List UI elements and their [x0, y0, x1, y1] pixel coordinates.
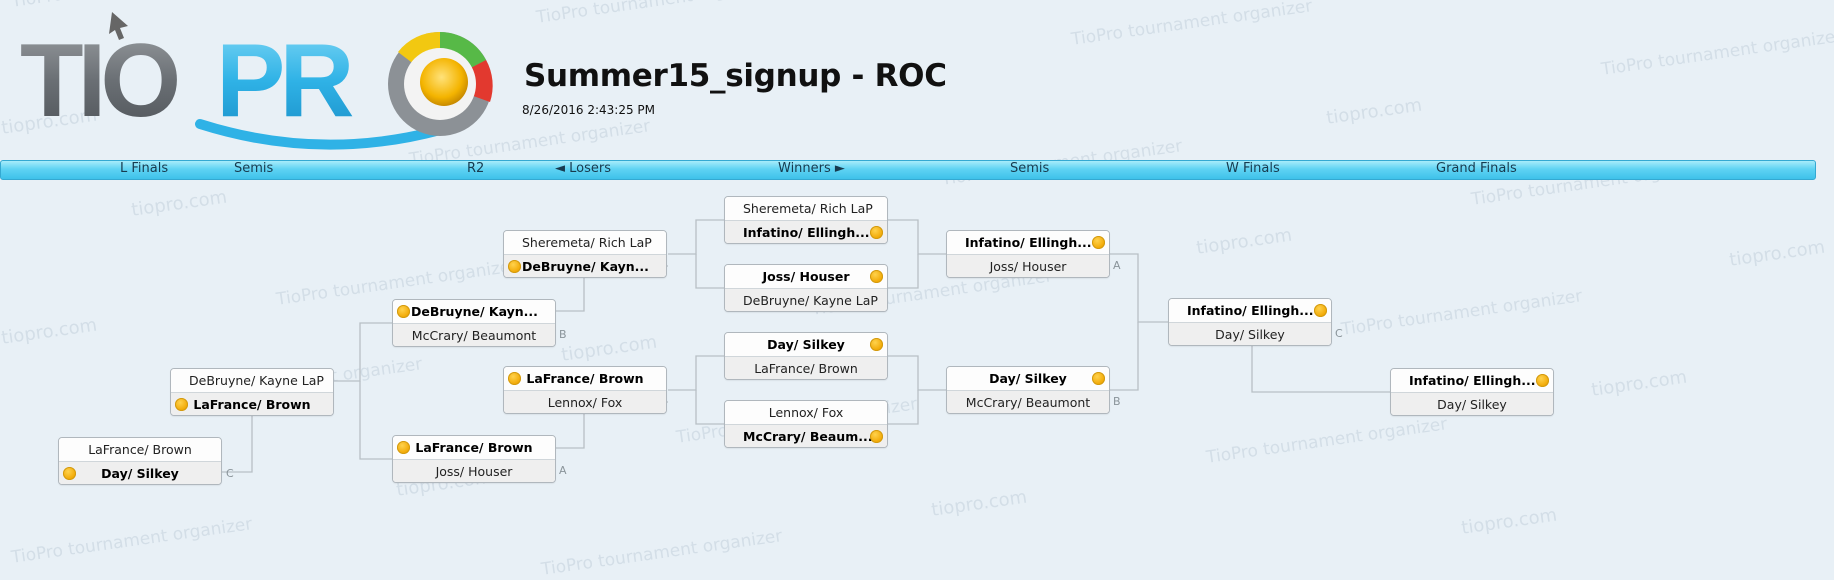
team-slot-winner[interactable]: Day/ Silkey: [947, 367, 1109, 391]
team-slot[interactable]: Sheremeta/ Rich LaP: [725, 197, 887, 221]
winner-dot-icon: [175, 398, 188, 411]
cursor-arrow-icon: [109, 12, 128, 40]
round-label-losers: ◄ Losers: [555, 161, 611, 176]
round-label-w-semis: Semis: [1010, 161, 1050, 176]
tiopro-logo: TIO PR: [20, 12, 493, 150]
team-slot-winner[interactable]: McCrary/ Beaum...: [725, 425, 887, 447]
winner-dot-icon: [1092, 372, 1105, 385]
winner-dot-icon: [63, 467, 76, 480]
round-header-bar: [0, 160, 1816, 180]
team-slot[interactable]: Sheremeta/ Rich LaP: [504, 231, 666, 255]
winner-dot-icon: [870, 338, 883, 351]
match-lr2-m3[interactable]: DeBruyne/ Kayn... McCrary/ Beaumont: [392, 299, 556, 347]
team-slot[interactable]: Lennox/ Fox: [504, 391, 666, 413]
winner-dot-icon: [1092, 236, 1105, 249]
team-slot-winner[interactable]: Day/ Silkey: [59, 462, 221, 484]
team-slot[interactable]: DeBruyne/ Kayne LaP: [171, 369, 333, 393]
team-slot[interactable]: McCrary/ Beaumont: [393, 324, 555, 346]
team-slot-winner[interactable]: Infatino/ Ellingh...: [725, 221, 887, 243]
match-gf-m14[interactable]: Infatino/ Ellingh... Day/ Silkey: [1390, 368, 1554, 416]
winner-dot-icon: [870, 226, 883, 239]
logo-text-pr: PR: [216, 23, 352, 139]
match-wr1-m10[interactable]: Lennox/ Fox McCrary/ Beaum...: [724, 400, 888, 448]
team-slot[interactable]: Lennox/ Fox: [725, 401, 887, 425]
bracket-tag: A: [559, 464, 567, 477]
round-label-grand-finals: Grand Finals: [1436, 161, 1517, 176]
match-wr1-m9[interactable]: Day/ Silkey LaFrance/ Brown: [724, 332, 888, 380]
team-slot[interactable]: McCrary/ Beaumont: [947, 391, 1109, 413]
match-lr1-m5[interactable]: Sheremeta/ Rich LaP DeBruyne/ Kayn...: [503, 230, 667, 278]
team-slot[interactable]: Day/ Silkey: [1169, 323, 1331, 345]
team-slot-winner[interactable]: DeBruyne/ Kayn...: [504, 255, 666, 277]
logo-sun-icon: [420, 58, 468, 106]
team-slot[interactable]: LaFrance/ Brown: [59, 438, 221, 462]
team-slot-winner[interactable]: Infatino/ Ellingh...: [1169, 299, 1331, 323]
team-slot-winner[interactable]: LaFrance/ Brown: [171, 393, 333, 415]
match-wr1-m7[interactable]: Sheremeta/ Rich LaP Infatino/ Ellingh...: [724, 196, 888, 244]
team-slot-winner[interactable]: Joss/ Houser: [725, 265, 887, 289]
bracket-tag: C: [1335, 327, 1343, 340]
winner-dot-icon: [1314, 304, 1327, 317]
team-slot[interactable]: Joss/ Houser: [393, 460, 555, 482]
winner-dot-icon: [397, 441, 410, 454]
team-slot[interactable]: Joss/ Houser: [947, 255, 1109, 277]
winner-dot-icon: [870, 270, 883, 283]
winner-dot-icon: [870, 430, 883, 443]
bracket-tag: B: [1113, 395, 1121, 408]
team-slot[interactable]: DeBruyne/ Kayne LaP: [725, 289, 887, 311]
page-title: Summer15_signup - ROC: [524, 58, 947, 94]
team-slot[interactable]: Day/ Silkey: [1391, 393, 1553, 415]
team-slot-winner[interactable]: Day/ Silkey: [725, 333, 887, 357]
match-wr1-m8[interactable]: Joss/ Houser DeBruyne/ Kayne LaP: [724, 264, 888, 312]
round-label-l-semis: Semis: [234, 161, 274, 176]
winner-dot-icon: [397, 305, 410, 318]
team-slot-winner[interactable]: LaFrance/ Brown: [504, 367, 666, 391]
round-label-w-finals: W Finals: [1226, 161, 1280, 176]
logo-text-tio: TIO: [20, 23, 177, 139]
match-wf-m13[interactable]: Infatino/ Ellingh... Day/ Silkey: [1168, 298, 1332, 346]
winner-dot-icon: [508, 372, 521, 385]
winner-dot-icon: [1536, 374, 1549, 387]
bracket-tag: B: [559, 328, 567, 341]
match-lr1-m6[interactable]: LaFrance/ Brown Lennox/ Fox: [503, 366, 667, 414]
match-ls-m2[interactable]: DeBruyne/ Kayne LaP LaFrance/ Brown: [170, 368, 334, 416]
match-lr2-m4[interactable]: LaFrance/ Brown Joss/ Houser: [392, 435, 556, 483]
team-slot-winner[interactable]: Infatino/ Ellingh...: [947, 231, 1109, 255]
round-label-winners: Winners ►: [778, 161, 845, 176]
round-label-l-finals: L Finals: [120, 161, 169, 176]
match-lf-m1[interactable]: LaFrance/ Brown Day/ Silkey: [58, 437, 222, 485]
winner-dot-icon: [508, 260, 521, 273]
team-slot-winner[interactable]: DeBruyne/ Kayn...: [393, 300, 555, 324]
bracket-tag: C: [226, 467, 234, 480]
round-label-r2: R2: [467, 161, 485, 176]
team-slot[interactable]: LaFrance/ Brown: [725, 357, 887, 379]
match-ws-m12[interactable]: Day/ Silkey McCrary/ Beaumont: [946, 366, 1110, 414]
timestamp: 8/26/2016 2:43:25 PM: [522, 103, 656, 117]
team-slot-winner[interactable]: LaFrance/ Brown: [393, 436, 555, 460]
team-slot-winner[interactable]: Infatino/ Ellingh...: [1391, 369, 1553, 393]
bracket-tag: A: [1113, 259, 1121, 272]
match-ws-m11[interactable]: Infatino/ Ellingh... Joss/ Houser: [946, 230, 1110, 278]
